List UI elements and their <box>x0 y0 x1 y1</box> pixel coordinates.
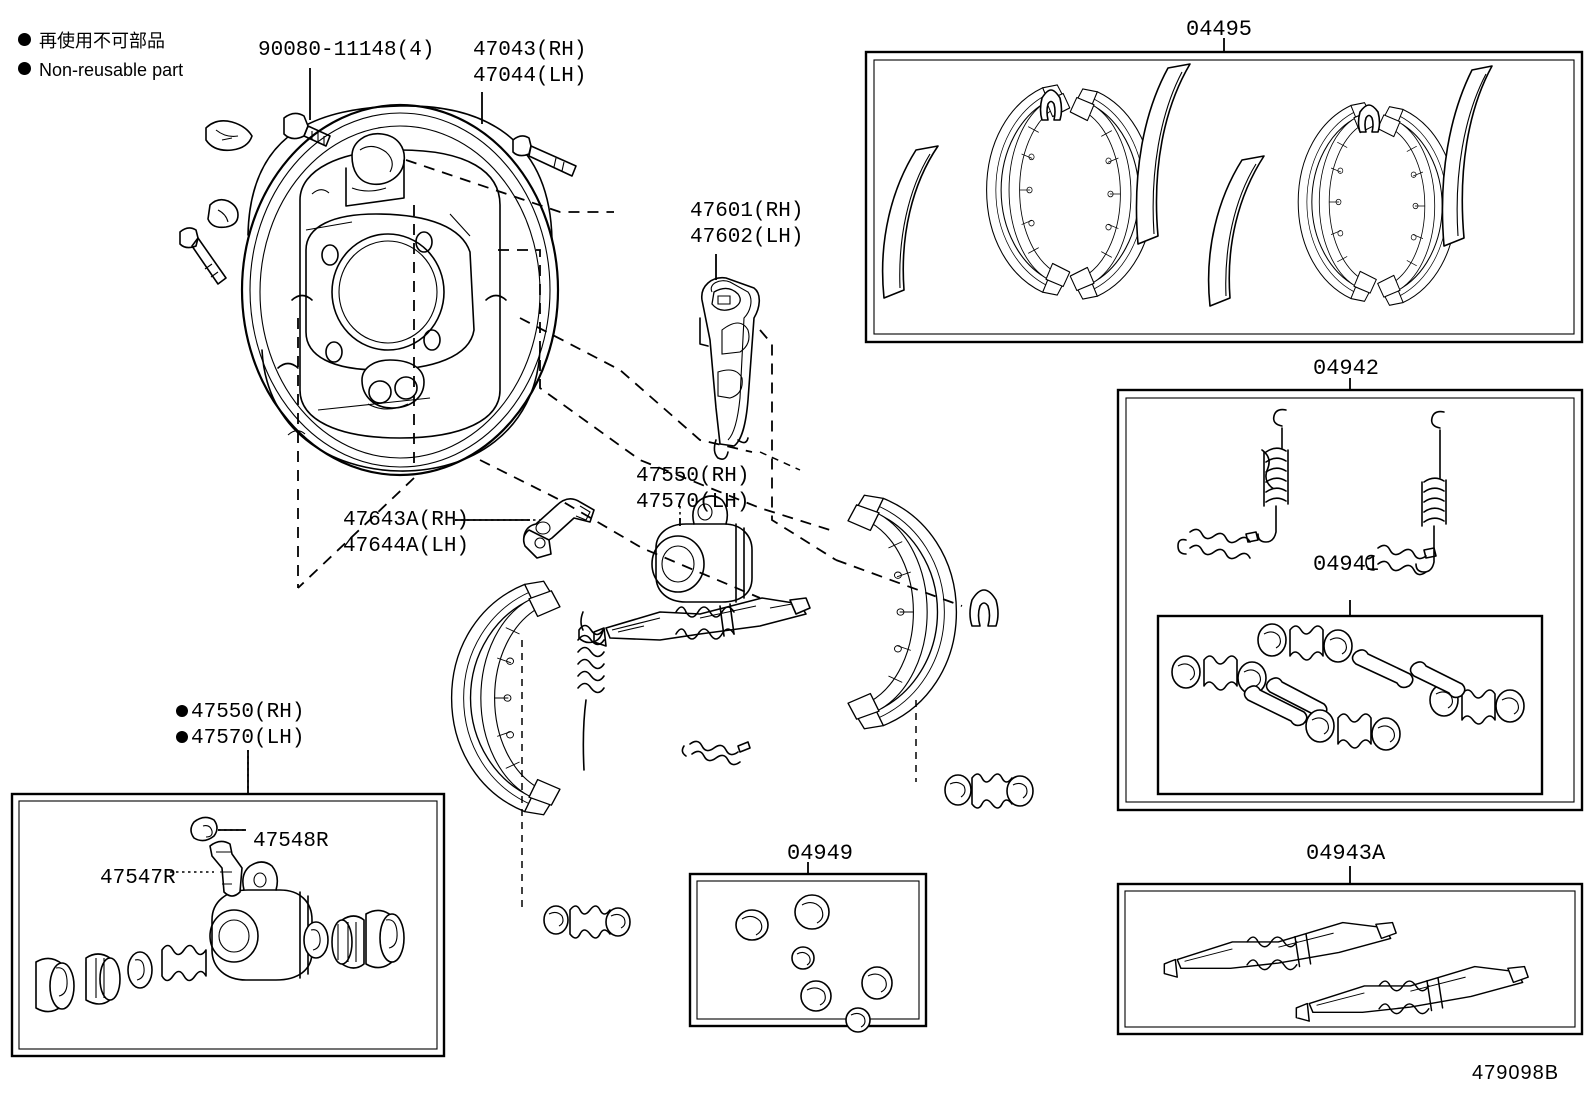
box-frame-wheel-cylinder-detail <box>10 792 446 1058</box>
callout-shoe-lever-rh: 47643A(RH) <box>343 509 470 532</box>
assembly-dashed-leaders <box>297 159 963 912</box>
cylinder-misc-kit-content <box>735 894 893 1033</box>
box-label-brake-shoe-kit: 04495 <box>1186 17 1253 42</box>
callout-backing-plate-rh: 47043(RH) <box>473 39 587 62</box>
small-spring-b <box>1365 544 1437 576</box>
spring-kit-content <box>1177 408 1447 576</box>
legend-nonreusable-jp: 再使用不可部品 <box>18 28 165 55</box>
plate-bolt-part-left <box>179 227 227 285</box>
adjuster-kit-content <box>1163 921 1529 1022</box>
plate-bolt-part-right <box>512 135 577 177</box>
hold-down-kit-content <box>1171 623 1525 751</box>
shoe-retainer-clip-illustration <box>969 589 999 627</box>
nonreusable-marker-icon-4 <box>176 731 188 743</box>
box-label-spring-kit: 04942 <box>1313 356 1380 381</box>
nonreusable-marker-icon-3 <box>176 705 188 717</box>
nonreusable-marker-icon-2 <box>18 62 31 75</box>
callout-wheel-cylinder-kit-lh-text: 47570(LH) <box>191 727 305 750</box>
wheel-cylinder-illustration <box>651 495 753 603</box>
parking-brake-lever-illustration <box>699 276 761 460</box>
nonreusable-marker-icon <box>18 33 31 46</box>
figure-id: 479098B <box>1472 1062 1560 1084</box>
shoe-return-spring-illustration <box>577 611 605 771</box>
small-spring-a <box>1177 528 1259 560</box>
brake-shoe-kit-content <box>881 63 1493 307</box>
callout-leaders <box>247 68 717 792</box>
legend-en-text: Non-reusable part <box>39 60 184 80</box>
retainer-clip-part <box>205 120 253 152</box>
callout-parking-brake-lever-rh: 47601(RH) <box>690 200 804 223</box>
box-label-adjuster-kit: 04943A <box>1306 841 1386 866</box>
brake-shoe-front-illustration <box>450 580 561 816</box>
backing-plate-illustration <box>240 103 560 477</box>
hold-down-set-illustration-b <box>543 905 631 939</box>
legend-jp-text: 再使用不可部品 <box>39 31 165 52</box>
callout-shoe-lever-lh: 47644A(LH) <box>343 535 470 558</box>
brake-shoe-rear-illustration <box>847 494 958 730</box>
anchor-spring-illustration <box>681 740 751 766</box>
callout-fastener-bolt-set: 90080-11148(4) <box>258 39 435 62</box>
flange-bolt-part <box>283 112 331 147</box>
callout-backing-plate-lh: 47044(LH) <box>473 65 587 88</box>
callout-wheel-cylinder-kit-rh: 47550(RH) <box>176 700 304 725</box>
callout-parking-brake-lever-lh: 47602(LH) <box>690 226 804 249</box>
legend-nonreusable-en: Non-reusable part <box>18 57 183 84</box>
detail-label-bleeder-screw: 47547R <box>100 867 176 890</box>
callout-wheel-cylinder-kit-lh: 47570(LH) <box>176 726 304 751</box>
box-label-hold-down-kit: 04941 <box>1313 552 1380 577</box>
box-label-cylinder-misc-kit: 04949 <box>787 841 854 866</box>
nut-part <box>207 198 239 229</box>
callout-wheel-cylinder-kit-rh-text: 47550(RH) <box>191 701 305 724</box>
shoe-adjusting-lever-illustration <box>522 498 595 559</box>
callout-wheel-cylinder-lh: 47570(LH) <box>636 491 750 514</box>
wheel-cylinder-exploded-content <box>35 816 405 1013</box>
detail-label-bleeder-plug: 47548R <box>253 830 329 853</box>
callout-wheel-cylinder-rh: 47550(RH) <box>636 465 750 488</box>
adjuster-assembly-illustration <box>593 597 811 647</box>
hold-down-set-illustration-a <box>944 773 1034 809</box>
